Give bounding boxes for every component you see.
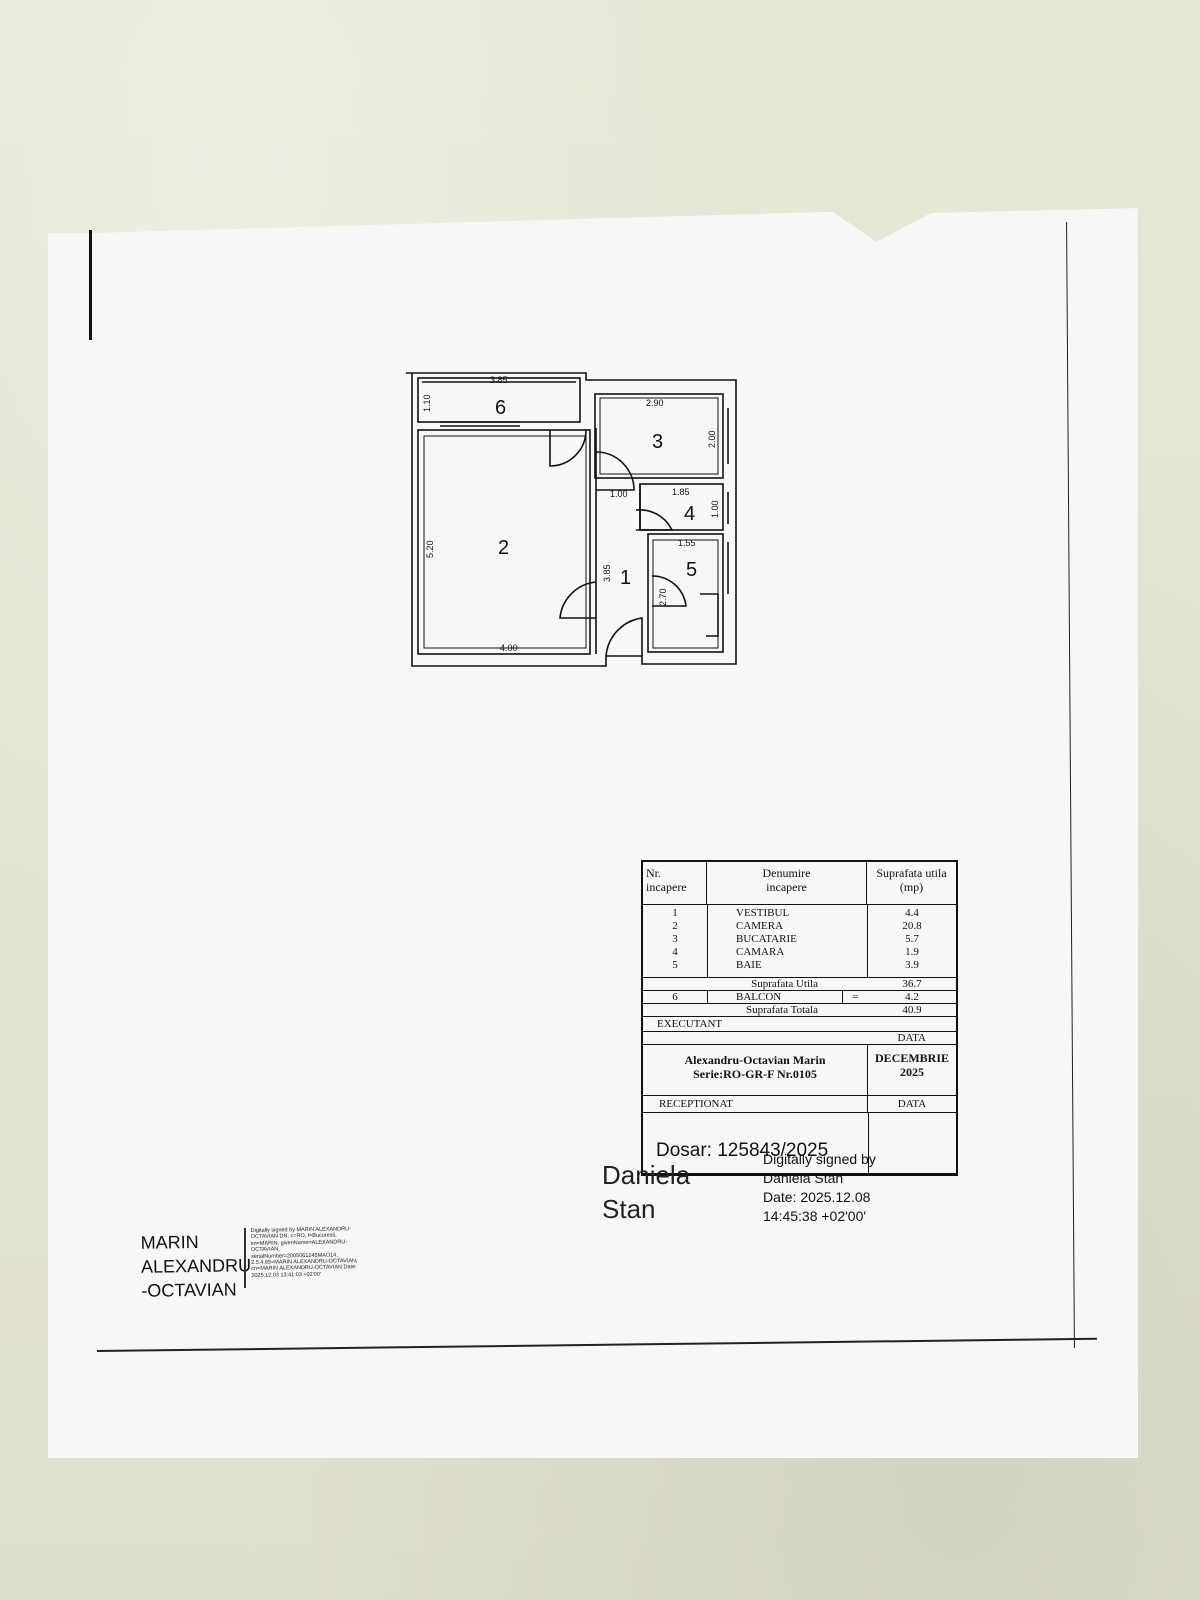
table-cell-nr: 3 [672,933,678,945]
table-cell-name: BAIE [736,959,762,971]
table-cell-name: CAMERA [736,920,784,932]
signer-first: Daniela [602,1160,691,1190]
table-cell-nr: 4 [672,946,678,958]
area-table: Nr. incapere Denumire incapere Suprafata… [641,860,958,1176]
executant-name: Alexandru-Octavian Marin [684,1053,826,1067]
outer-wall [406,372,737,667]
date-month: DECEMBRIE [874,1051,949,1065]
signer-last: Stan [602,1194,656,1224]
dim-label: 3.85 [602,564,612,582]
room-label-2: 2 [498,537,509,559]
dim-label: 3.85 [490,375,508,385]
suprafata-utila-value: 36.7 [902,978,922,990]
suprafata-totala-value: 40.9 [902,1004,922,1016]
data-label-2: DATA [897,1098,927,1110]
frame-left-mark [89,230,92,340]
date-year: 2025 [900,1065,924,1079]
table-cell-area: 4.4 [905,907,919,919]
room-2-outline [417,429,591,655]
table-cell-name: CAMARA [736,946,785,958]
balcon-mark: = [852,991,859,1003]
dim-label: 1.10 [422,394,432,412]
dim-label: 1.85 [672,487,690,497]
balcon-row: 6 BALCON = 4.2 [643,991,956,1004]
balcon-nr: 6 [643,991,708,1003]
table-cell-nr: 2 [672,920,678,932]
data-label: DATA [643,1032,956,1045]
executant-label: EXECUTANT [643,1017,956,1032]
table-cell-name: VESTIBUL [736,907,790,919]
executant-signature-details: Digitally signed by MARIN ALEXANDRU-OCTA… [250,1226,358,1279]
marin-line3: -OCTAVIAN [141,1279,237,1301]
suprafata-totala-label: Suprafata Totala [745,1004,818,1016]
dim-label: 2.70 [658,588,668,606]
dim-label: 1.00 [610,489,628,499]
table-cell-nr: 5 [672,959,678,971]
dosar-number: Dosar: 125843/2025 [656,1140,829,1161]
signed-date: Date: 2025.12.08 [763,1189,871,1205]
table-cell-nr: 1 [672,907,678,919]
floor-plan: 1 2 3 4 5 6 3.85 1.10 2.90 2.00 1.00 1.8… [406,372,737,667]
table-cell-name: BUCATARIE [736,933,797,945]
room-5-outline [647,533,724,653]
room-label-3: 3 [652,431,663,453]
suprafata-utila-label: Suprafata Utila [751,978,818,990]
room-label-1: 1 [620,567,631,589]
room-label-5: 5 [686,559,697,581]
dim-label: 2.00 [707,430,717,448]
dim-label: 4.00 [500,643,518,653]
signature-divider [244,1228,246,1288]
table-body: 1 2 3 4 5 VESTIBUL CAMERA BUCATARIE CAMA… [643,905,956,978]
suprafata-totala-row: Suprafata Totala 40.9 [643,1004,956,1017]
signed-by: Digitally signed by [763,1151,876,1167]
table-cell-area: 5.7 [905,933,919,945]
dim-label: 1.00 [710,500,720,518]
executant-serie: Serie:RO-GR-F Nr.0105 [693,1067,817,1081]
signer-name: Daniela Stan [602,1158,690,1226]
receptionat-label: RECEPTIONAT [643,1096,868,1112]
header-suprafata: Suprafata utila (mp) [876,866,947,894]
executant-signature-name: MARIN ALEXANDRU -OCTAVIAN [141,1229,252,1303]
digital-signature-block: Digitally signed by Daniela Stan Date: 2… [763,1150,876,1226]
signed-name: Daniela Stan [763,1170,844,1186]
table-cell-area: 3.9 [905,959,919,971]
receptionat-sign-row [643,1113,956,1174]
signed-time: 14:45:38 +02'00' [763,1208,867,1224]
header-nr: Nr. incapere [643,862,707,904]
balcon-name: BALCON [708,991,843,1003]
paper-sheet [48,208,1138,1458]
table-header: Nr. incapere Denumire incapere Suprafata… [643,862,956,905]
executant-row: Alexandru-Octavian Marin Serie:RO-GR-F N… [643,1045,956,1096]
room-label-6: 6 [495,397,506,419]
table-cell-area: 20.8 [902,920,922,932]
room-label-4: 4 [684,503,695,525]
dim-label: 1.55 [678,538,696,548]
marin-line1: MARIN [140,1231,199,1253]
header-denumire: Denumire incapere [707,862,867,904]
balcon-area: 4.2 [905,991,919,1003]
dim-label: 2.90 [646,398,664,408]
suprafata-utila-row: Suprafata Utila 36.7 [643,978,956,991]
room-3-outline [594,393,724,479]
table-cell-area: 1.9 [905,946,919,958]
marin-line2: ALEXANDRU [140,1255,252,1277]
receptionat-row: RECEPTIONAT DATA [643,1096,956,1113]
dim-label: 5.20 [425,540,435,558]
